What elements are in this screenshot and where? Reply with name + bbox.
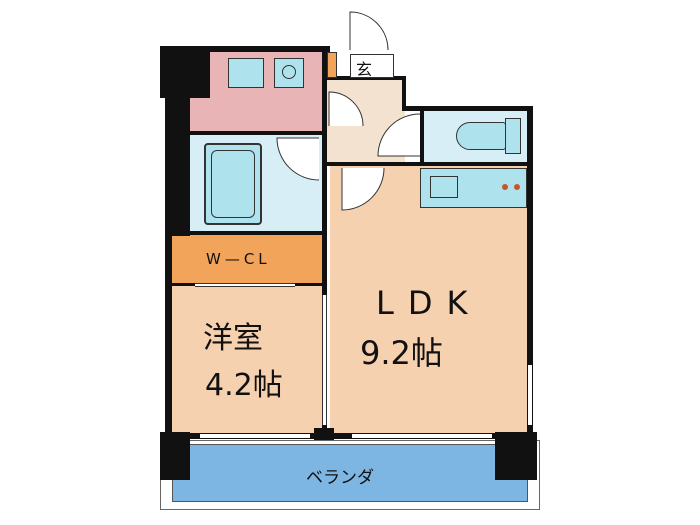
wall-toilet-left: [420, 108, 424, 164]
sliding-door-western-ldk: [322, 295, 327, 425]
walk-in-closet-label: W—CL: [206, 250, 271, 268]
toilet-icon: [456, 122, 506, 150]
bathroom-door-icon: [276, 137, 320, 181]
stove-burner-icon: [514, 184, 520, 190]
window-ldk-side: [527, 365, 533, 425]
wall-top-left: [165, 46, 330, 52]
washbasin-icon: [228, 58, 264, 88]
washing-machine-icon: [274, 58, 304, 88]
washroom-door-icon: [328, 91, 364, 127]
pillar-top-left: [160, 46, 210, 98]
ldk-door-icon: [341, 167, 385, 211]
western-room-name: 洋室: [203, 321, 263, 356]
wall-bath-bottom: [172, 231, 325, 235]
western-room-size: 4.2帖: [205, 368, 283, 403]
shoe-cabinet: [327, 52, 337, 78]
front-door-icon: [349, 11, 389, 51]
toilet-door-icon: [377, 113, 421, 157]
wall-ldk-top: [327, 162, 532, 166]
ldk-size: 9.2帖: [360, 334, 443, 372]
wall-washroom-bottom: [172, 131, 327, 135]
stove-burner-icon: [502, 184, 508, 190]
balcony-floor: [172, 444, 528, 502]
toilet-tank: [505, 118, 521, 154]
wall-entrance-right: [402, 76, 406, 110]
wall-top-toilet: [402, 106, 532, 111]
entrance-box: [350, 54, 394, 78]
wall-right: [527, 106, 533, 436]
kitchen-sink-icon: [430, 176, 458, 198]
window-western-room: [200, 433, 310, 439]
closet-floor: [172, 235, 322, 285]
pillar-center-bottom: [314, 428, 334, 440]
window-ldk: [352, 433, 492, 439]
wall-left: [165, 46, 172, 436]
wall-top-entrance: [327, 76, 405, 80]
pillar-bottom-left: [160, 432, 190, 480]
ldk-name: LDK: [376, 284, 482, 322]
wall-center-vertical: [322, 52, 327, 437]
balcony-label: ベランダ: [306, 468, 374, 488]
western-room-floor: [172, 285, 326, 439]
pillar-bottom-right: [495, 432, 537, 480]
ldk-floor: [330, 165, 527, 439]
sliding-door-western: [195, 283, 295, 287]
entrance-label: 玄: [356, 60, 373, 79]
wall-bottom: [165, 433, 533, 439]
bathtub-icon: [204, 143, 262, 225]
